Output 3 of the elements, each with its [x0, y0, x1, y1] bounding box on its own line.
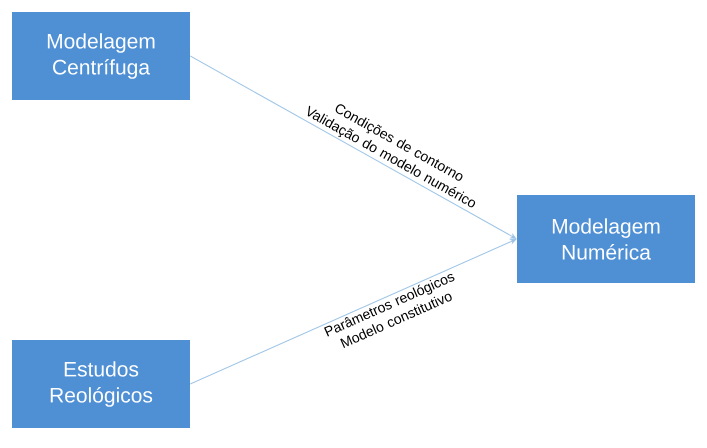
process-box: Modelagem Numérica — [517, 195, 695, 283]
process-box: Modelagem Centrífuga — [12, 12, 190, 100]
process-box: Estudos Reológicos — [12, 340, 190, 428]
